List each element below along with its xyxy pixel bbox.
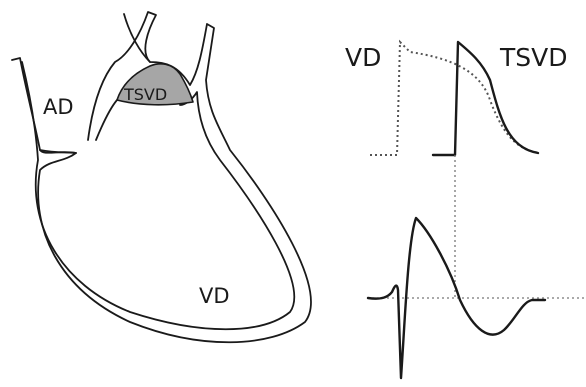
septal-line [96, 100, 117, 140]
label-right-atrium: AD [43, 95, 74, 119]
label-right-ventricle: VD [199, 284, 230, 308]
heart-outer-wall [12, 12, 311, 342]
label-outflow-tract: TSVD [123, 85, 167, 104]
label-ap-ventricle: VD [345, 43, 381, 72]
heart-drawing [12, 12, 311, 342]
label-ap-outflow: TSVD [499, 43, 568, 72]
